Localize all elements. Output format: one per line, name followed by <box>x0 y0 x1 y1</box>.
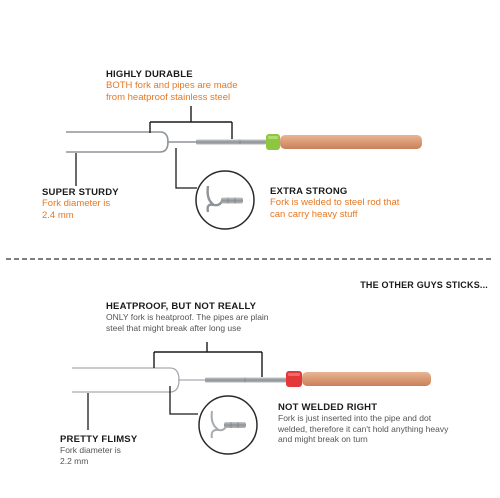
pretty-flimsy-title: PRETTY FLIMSY <box>60 434 138 445</box>
top-strong-leader <box>175 148 197 189</box>
not-welded-title: NOT WELDED RIGHT <box>278 402 378 413</box>
bottom-telescopic-pipe <box>205 377 287 383</box>
top-roasting-stick <box>66 131 422 153</box>
extra-strong-body: Fork is welded to steel rod that can car… <box>270 197 400 220</box>
top-fork-prongs <box>66 131 169 153</box>
highly-durable-title: HIGHLY DURABLE <box>106 69 193 80</box>
bottom-weld-zoom <box>198 395 258 455</box>
pretty-flimsy-callout: PRETTY FLIMSY Fork diameter is 2.2 mm <box>60 434 137 466</box>
bottom-wooden-handle <box>302 372 431 386</box>
bottom-fork-prongs <box>72 367 180 393</box>
top-durable-bracket <box>149 106 233 139</box>
heatproof-callout: HEATPROOF, BUT NOT REALLY ONLY fork is h… <box>106 301 269 333</box>
top-weld-zoom <box>195 170 255 230</box>
bottom-roasting-stick <box>72 367 431 393</box>
highly-durable-body: BOTH fork and pipes are made from heatpr… <box>106 80 238 103</box>
top-telescopic-pipe <box>196 139 266 145</box>
extra-strong-title: EXTRA STRONG <box>270 186 348 197</box>
super-sturdy-body: Fork diameter is 2.4 mm <box>42 198 111 221</box>
extra-strong-callout: EXTRA STRONG Fork is welded to steel rod… <box>270 186 399 220</box>
heatproof-title: HEATPROOF, BUT NOT REALLY <box>106 301 257 312</box>
heatproof-body: ONLY fork is heatproof. The pipes are pl… <box>106 312 269 333</box>
not-welded-callout: NOT WELDED RIGHT Fork is just inserted i… <box>278 402 448 444</box>
bottom-heatproof-bracket <box>153 342 263 377</box>
pretty-flimsy-body: Fork diameter is 2.2 mm <box>60 445 121 466</box>
bottom-welded-leader <box>169 386 198 415</box>
top-wooden-handle <box>280 135 422 149</box>
super-sturdy-title: SUPER STURDY <box>42 187 119 198</box>
not-welded-body: Fork is just inserted into the pipe and … <box>278 413 449 444</box>
highly-durable-callout: HIGHLY DURABLE BOTH fork and pipes are m… <box>106 69 237 103</box>
other-guys-label: THE OTHER GUYS STICKS... <box>360 280 488 290</box>
super-sturdy-callout: SUPER STURDY Fork diameter is 2.4 mm <box>42 187 119 221</box>
